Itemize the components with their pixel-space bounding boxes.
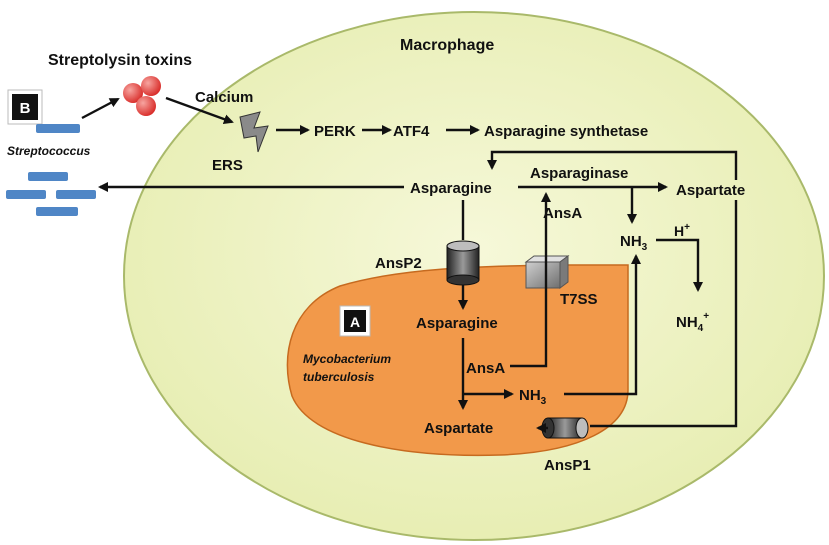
lightning-bolt-icon <box>239 111 269 153</box>
ansa-host-label: AnsA <box>543 205 582 222</box>
toxin-particle <box>141 76 161 96</box>
aspartate-mtb-label: Aspartate <box>424 420 493 437</box>
asparagine-host-label: Asparagine <box>410 180 492 197</box>
mtb-name-line1: Mycobacterium <box>303 352 391 366</box>
toxin-particle <box>123 83 143 103</box>
perk-label: PERK <box>314 123 356 140</box>
ansp2-transporter-icon <box>446 240 480 286</box>
mycobacterium-body <box>286 264 629 457</box>
t7ss-label: T7SS <box>560 291 598 308</box>
ansa-mtb-label: AnsA <box>466 360 505 377</box>
ansp2-label: AnsP2 <box>375 255 422 272</box>
aspartate-host-label: Aspartate <box>676 182 745 199</box>
calcium-label: Calcium <box>195 89 253 106</box>
streptococcus-rod <box>6 190 46 199</box>
mtb-name-line2: tuberculosis <box>303 370 375 384</box>
asparagine-synthetase-label: Asparagine synthetase <box>484 123 648 140</box>
asparaginase-label: Asparaginase <box>530 165 628 182</box>
streptococcus-rod <box>36 207 78 216</box>
nh3-mtb-label: NH3 <box>519 387 547 407</box>
h-plus-label: H+ <box>674 222 690 239</box>
box-b-label: B <box>20 100 31 117</box>
nh3-host-label: NH3 <box>620 233 648 253</box>
macrophage-label: Macrophage <box>400 37 494 54</box>
toxin-particle <box>136 96 156 116</box>
atf4-label: ATF4 <box>393 123 430 140</box>
ansp1-label: AnsP1 <box>544 457 591 474</box>
ansp1-transporter-icon <box>541 417 589 439</box>
streptolysin-label: Streptolysin toxins <box>48 52 192 69</box>
streptococcus-rod <box>56 190 96 199</box>
asparagine-mtb-label: Asparagine <box>416 315 498 332</box>
streptococcus-label: Streptococcus <box>7 144 91 158</box>
streptococcus-rod <box>36 124 80 133</box>
streptococcus-rod <box>28 172 68 181</box>
nh4-label: NH4+ <box>676 311 709 334</box>
ers-label: ERS <box>212 157 243 174</box>
box-a-label: A <box>350 314 360 330</box>
